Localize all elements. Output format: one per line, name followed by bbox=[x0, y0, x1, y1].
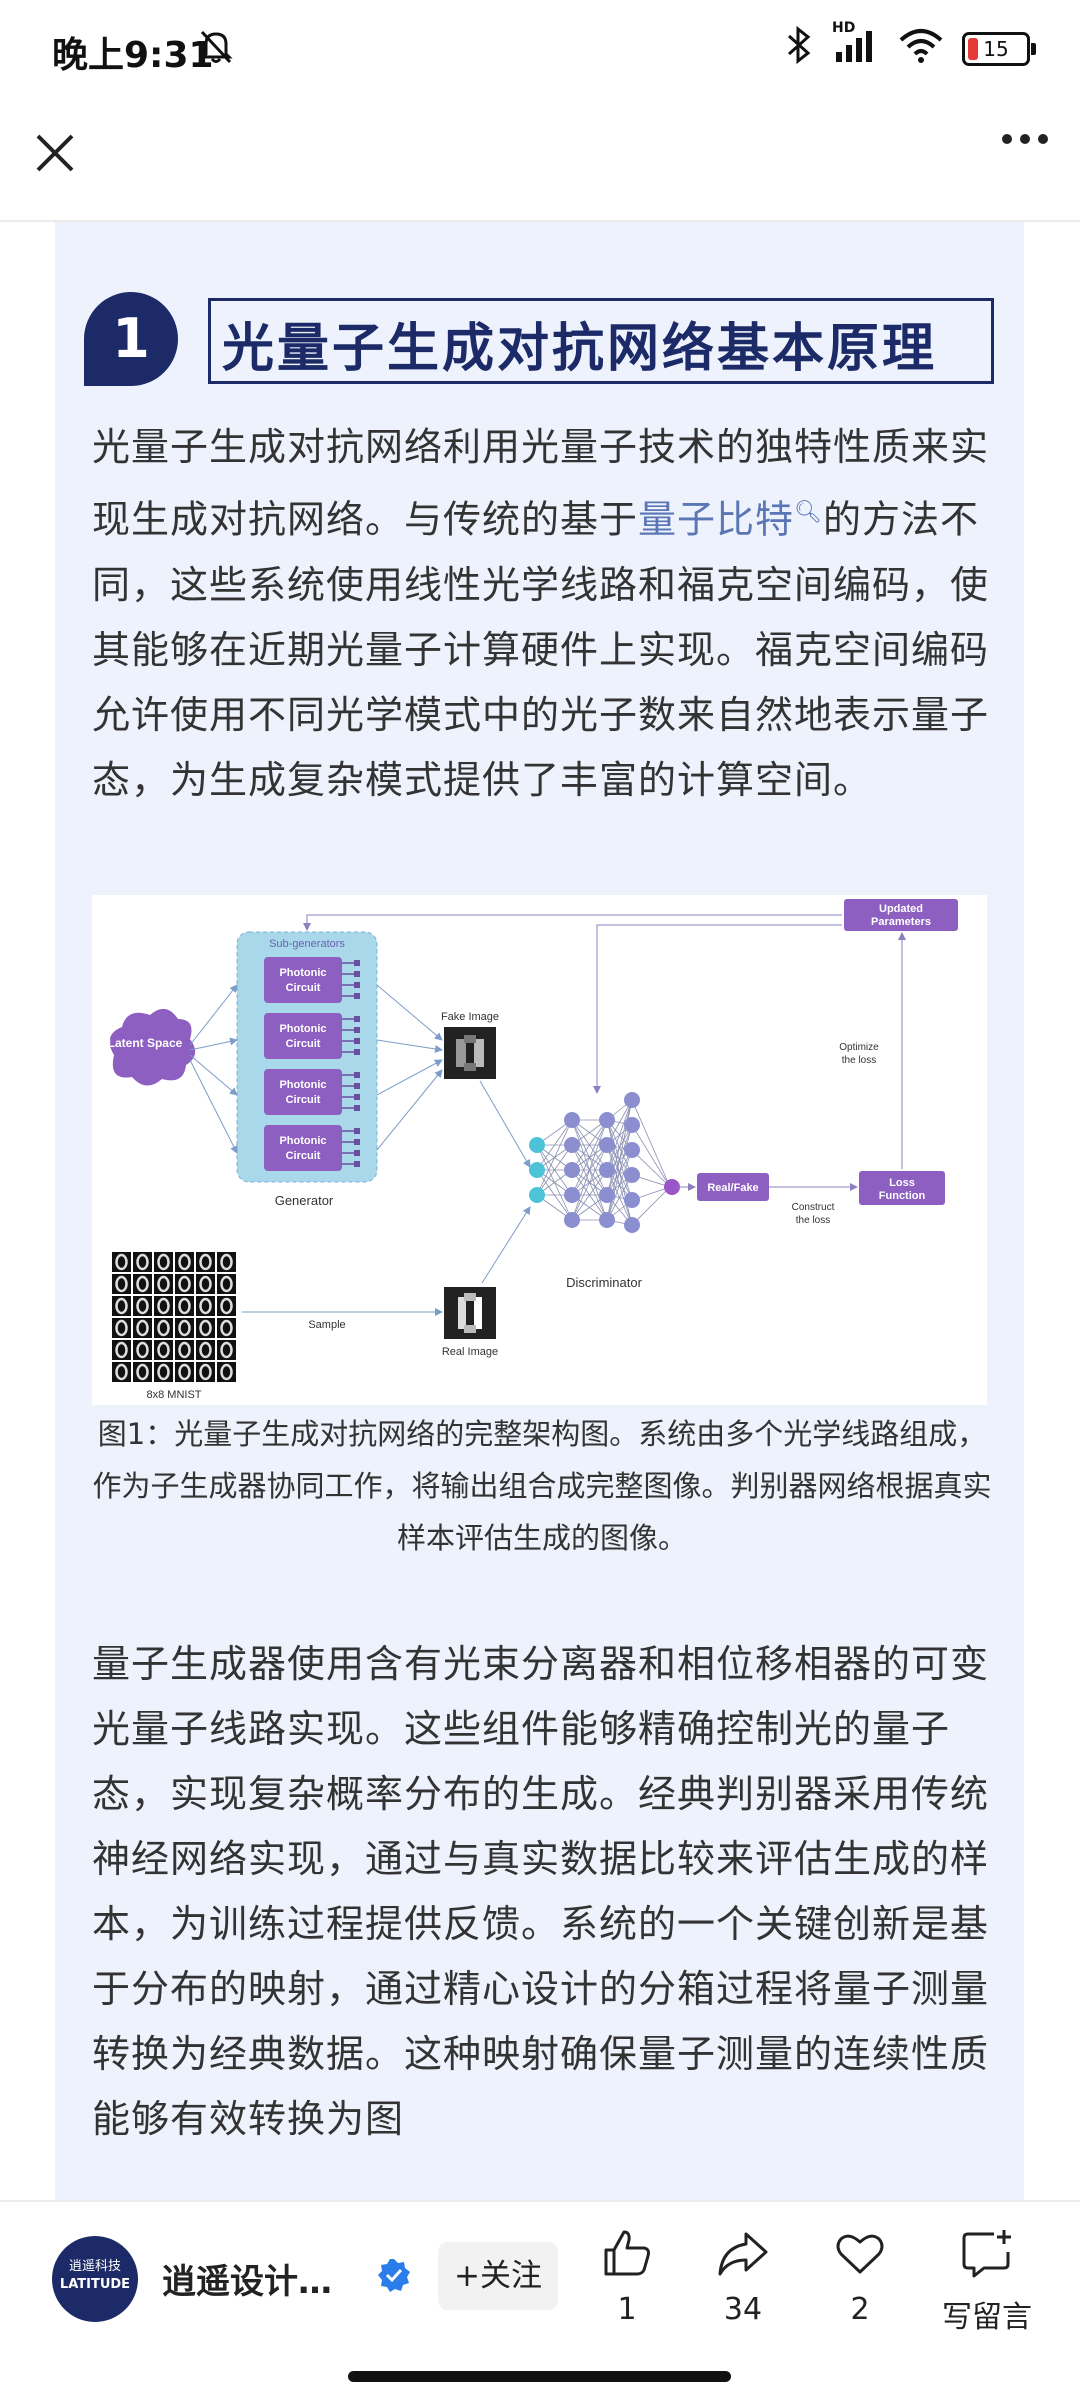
optimize-label-1: Optimize bbox=[839, 1042, 879, 1053]
figure-caption: 图1：光量子生成对抗网络的完整架构图。系统由多个光学线路组成，作为子生成器协同工… bbox=[92, 1417, 992, 1555]
construct-label-1: Construct bbox=[792, 1202, 835, 1213]
comment-button[interactable]: 写留言 bbox=[922, 2226, 1052, 2336]
section-title: 光量子生成对抗网络基本原理 bbox=[222, 319, 938, 379]
like-count: 1 bbox=[617, 2292, 637, 2327]
real-fake-label: Real/Fake bbox=[707, 1182, 758, 1194]
loss-label-2: Function bbox=[879, 1190, 926, 1202]
section-number-badge: 1 bbox=[84, 292, 178, 386]
follow-button[interactable]: +关注 bbox=[438, 2242, 558, 2310]
optimize-label-2: the loss bbox=[842, 1055, 876, 1066]
favorite-count: 2 bbox=[850, 2292, 870, 2327]
author-name[interactable]: 逍遥设计… bbox=[162, 2262, 332, 2302]
home-indicator[interactable] bbox=[348, 2371, 731, 2382]
svg-text:Circuit: Circuit bbox=[286, 1150, 321, 1162]
sample-label: Sample bbox=[308, 1319, 345, 1331]
status-icons: HD 15 bbox=[784, 20, 1036, 72]
comment-plus-icon bbox=[962, 2230, 1011, 2278]
search-icon[interactable]: 🔍︎ bbox=[794, 500, 823, 525]
mnist-samples-grid bbox=[110, 1250, 238, 1385]
fake-image-label: Fake Image bbox=[441, 1011, 499, 1023]
construct-label-2: the loss bbox=[796, 1215, 830, 1226]
latent-space-node: Latent Space bbox=[108, 1008, 196, 1086]
top-bar bbox=[0, 100, 1080, 222]
favorite-button[interactable]: 2 bbox=[805, 2226, 915, 2327]
discriminator-network bbox=[529, 1092, 680, 1233]
svg-text:Circuit: Circuit bbox=[286, 982, 321, 994]
sub-generators-label: Sub-generators bbox=[269, 938, 345, 950]
latent-label: Latent Space bbox=[108, 1036, 183, 1050]
hd-label: HD bbox=[832, 20, 856, 36]
svg-text:Circuit: Circuit bbox=[286, 1038, 321, 1050]
bluetooth-icon bbox=[784, 25, 814, 72]
svg-text:Photonic: Photonic bbox=[279, 1135, 326, 1147]
verified-badge-icon bbox=[376, 2257, 412, 2293]
author-avatar[interactable]: 逍遥科技 LATITUDE bbox=[52, 2236, 138, 2322]
real-fake-box bbox=[697, 1173, 769, 1201]
quantum-bit-link[interactable]: 量子比特 bbox=[638, 497, 795, 542]
svg-text:Photonic: Photonic bbox=[279, 967, 326, 979]
share-button[interactable]: 34 bbox=[688, 2226, 798, 2327]
close-icon[interactable] bbox=[30, 128, 80, 178]
paragraph-2: 量子生成器使用含有光束分离器和相位移相器的可变光量子线路实现。这些组件能够精确控… bbox=[92, 1642, 990, 2141]
share-icon bbox=[718, 2232, 768, 2276]
avatar-text-top: 逍遥科技 bbox=[68, 2259, 121, 2274]
like-button[interactable]: 1 bbox=[572, 2226, 682, 2327]
svg-text:Photonic: Photonic bbox=[279, 1079, 326, 1091]
paragraph-1-text-a: 光量子生成对抗网络利用光量子技术的独特性质来实现生成对抗网络。与传统的基于 bbox=[92, 425, 990, 542]
section-title-frame bbox=[208, 298, 994, 384]
real-image-label: Real Image bbox=[442, 1346, 498, 1358]
status-time: 晚上9:31 bbox=[52, 35, 214, 76]
svg-text:Circuit: Circuit bbox=[286, 1094, 321, 1106]
fake-image-thumb bbox=[444, 1027, 496, 1079]
svg-text:Photonic: Photonic bbox=[279, 1023, 326, 1035]
generator-label: Generator bbox=[275, 1193, 334, 1208]
updated-label-1: Updated bbox=[879, 903, 923, 915]
status-bar: 晚上9:31 HD 15 bbox=[0, 0, 1080, 100]
wifi-icon bbox=[898, 26, 944, 72]
mnist-label: 8x8 MNIST bbox=[146, 1389, 201, 1401]
paragraph-1-text-b: 的方法不同，这些系统使用线性光学线路和福克空间编码，使其能够在近期光量子计算硬件… bbox=[92, 497, 990, 802]
thumbs-up-icon bbox=[604, 2230, 650, 2276]
updated-parameters-box bbox=[844, 899, 958, 931]
avatar-text-bottom: LATITUDE bbox=[59, 2277, 131, 2292]
comment-label: 写留言 bbox=[942, 2300, 1032, 2335]
paragraph-1: 光量子生成对抗网络利用光量子技术的独特性质来实现生成对抗网络。与传统的基于量子比… bbox=[92, 415, 992, 813]
signal-icon: HD bbox=[832, 20, 880, 72]
battery-icon: 15 bbox=[962, 32, 1036, 66]
loss-function-box bbox=[859, 1171, 945, 1205]
discriminator-label: Discriminator bbox=[566, 1275, 643, 1290]
share-count: 34 bbox=[723, 2292, 763, 2327]
updated-label-2: Parameters bbox=[871, 916, 931, 928]
more-options-icon[interactable] bbox=[1002, 134, 1048, 144]
bottom-bar: 逍遥科技 LATITUDE 逍遥设计… +关注 1 34 2 写留言 bbox=[0, 2200, 1080, 2402]
loss-label-1: Loss bbox=[889, 1177, 915, 1189]
mute-bell-icon bbox=[196, 26, 236, 75]
heart-icon bbox=[836, 2234, 884, 2274]
